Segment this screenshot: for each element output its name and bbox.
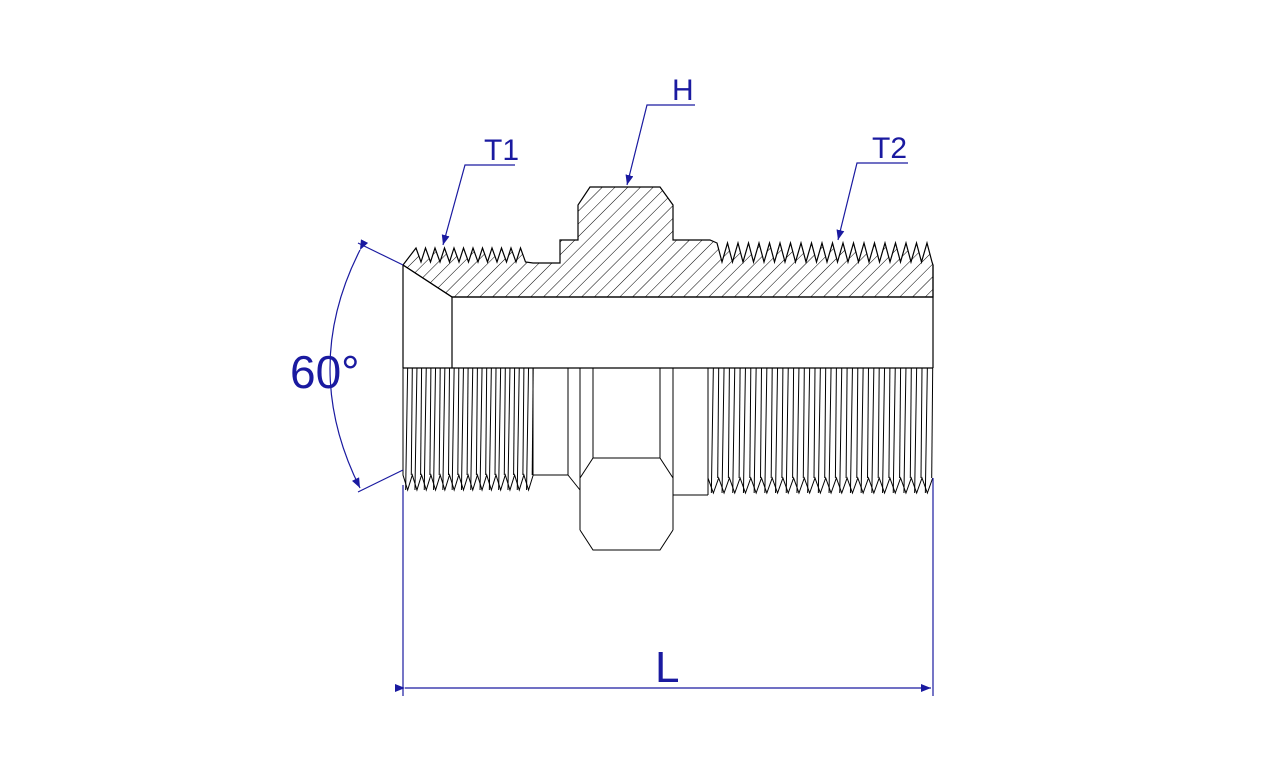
thread-line [924,367,928,494]
thread-line [522,367,525,476]
thread-line [834,367,837,479]
thread-line [738,367,741,479]
thread-line [742,367,746,494]
thread-line [845,367,848,479]
thread-line [423,367,427,491]
thread-line [710,367,714,494]
thread-line [466,367,469,476]
thread-line [931,367,934,479]
thread-line [813,367,816,479]
thread-line [781,367,784,479]
thread-teeth [707,368,934,495]
thread-line [727,367,730,479]
thread-line [753,367,757,494]
thread-line [824,367,827,479]
thread-line [405,367,409,491]
thread-line [856,367,859,479]
thread-line [760,367,762,479]
thread-line [785,367,789,494]
thread-line [892,367,896,494]
thread-line [531,367,534,476]
angle-label: 60° [290,346,360,398]
h-label: H [672,74,694,107]
thread-line [914,367,918,494]
thread-line [903,367,907,494]
hex-nut-outline [579,457,674,551]
thread-line [513,367,516,476]
thread-line [433,367,437,491]
thread-line [420,367,423,476]
thread-line [721,367,725,494]
thread-line [503,367,506,476]
thread-line [796,367,800,494]
upper-section [402,186,934,369]
thread-line [807,367,811,494]
t1-label: T1 [484,134,519,167]
thread-line [488,367,492,491]
thread-line [877,367,880,479]
thread-line [442,367,446,491]
thread-line [485,367,488,476]
thread-line [498,367,502,491]
dimensions [329,104,934,696]
thread-line [849,367,853,494]
upper-hatched-profile [402,186,934,298]
thread-line [802,367,805,479]
thread-line [839,367,843,494]
thread-line [867,367,869,479]
thread-line [764,367,768,494]
thread-line [909,367,912,479]
thread-line [457,367,460,476]
thread-line [888,367,891,479]
thread-line [410,367,413,476]
length-label: L [655,643,679,692]
thread-line [470,367,474,491]
thread-line [828,367,832,494]
thread-line [899,367,902,479]
thread-line [792,367,795,479]
thread-line [717,367,720,479]
thread-line [920,367,923,479]
thread-line [479,367,483,491]
thread-line [871,367,875,494]
lower-outline [402,367,934,551]
thread-teeth [402,368,534,492]
thread-line [494,367,497,476]
thread-line [448,367,450,476]
thread-line [451,367,455,491]
t2-label: T2 [872,132,907,165]
thread-line [516,367,520,491]
thread-line [429,367,432,476]
thread-line [817,367,821,494]
thread-line [475,367,478,476]
thread-line [507,367,511,491]
thread-line [749,367,752,479]
thread-line [438,367,441,476]
thread-line [732,367,736,494]
angle-arc [329,239,369,489]
thread-line [775,367,779,494]
thread-line [770,367,773,479]
thread-line [526,367,530,491]
thread-line [414,367,418,491]
thread-line [460,367,464,491]
thread-line [860,367,864,494]
thread-line [882,367,886,494]
